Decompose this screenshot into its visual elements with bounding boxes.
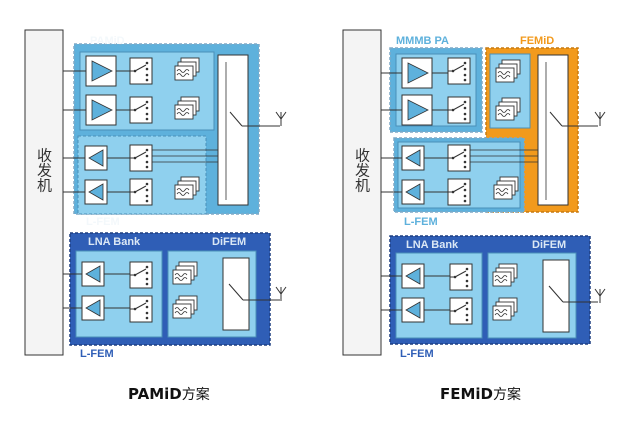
- switch-icon: [129, 144, 153, 172]
- lfem-lower-label: L-FEM: [80, 348, 114, 360]
- antenna-switch: [225, 62, 280, 200]
- difem-label: DiFEM: [212, 236, 246, 248]
- lna-icon: [401, 179, 425, 205]
- femid-label: FEMiD: [520, 35, 554, 47]
- transceiver-box: [342, 29, 382, 356]
- switch-icon: [447, 144, 471, 172]
- lfem-upper-label: L-FEM: [86, 216, 120, 228]
- lna-icon: [84, 179, 108, 205]
- pa-icon: [85, 94, 117, 126]
- pamid-caption-sub: 方案: [181, 387, 210, 403]
- lna-icon: [81, 261, 105, 287]
- lna-icon: [401, 297, 425, 323]
- antenna-icon: [594, 288, 606, 304]
- difem-switch-column: [222, 257, 250, 331]
- switch-icon: [129, 57, 153, 85]
- lna-bank-label: LNA Bank: [88, 236, 141, 248]
- switch-icon: [449, 263, 473, 291]
- pa-icon: [401, 57, 433, 89]
- transceiver-label: 收发机: [353, 148, 371, 194]
- switch-icon: [447, 57, 471, 85]
- antenna-icon: [275, 286, 287, 302]
- switch-icon: [129, 261, 153, 289]
- difem-switch-column: [542, 259, 570, 333]
- switch-icon: [129, 295, 153, 323]
- pamid-diagram: 收发机 PAMiD L-FEM: [24, 29, 287, 360]
- pa-icon: [401, 94, 433, 126]
- femid-caption-main: FEMiD: [440, 385, 494, 403]
- femid-caption-sub: 方案: [493, 387, 522, 403]
- switch-icon: [129, 96, 153, 124]
- pamid-label: PAMiD: [90, 35, 125, 47]
- lna-icon: [84, 145, 108, 171]
- pa-icon: [85, 55, 117, 87]
- femid-caption: FEMiD方案: [440, 384, 521, 404]
- pamid-caption-main: PAMiD: [128, 385, 182, 403]
- switch-icon: [447, 96, 471, 124]
- lna-icon: [401, 145, 425, 171]
- transceiver-box: [24, 29, 64, 356]
- mmmb-pa-label: MMMB PA: [396, 35, 449, 47]
- duplexer-column: [217, 54, 249, 206]
- antenna-icon: [594, 111, 606, 127]
- transceiver-label: 收发机: [35, 148, 53, 194]
- lna-icon: [401, 263, 425, 289]
- lna-icon: [81, 295, 105, 321]
- femid-diagram: 收发机 MMMB PA FEMiD L-FEM: [342, 29, 606, 360]
- antenna-icon: [275, 111, 287, 127]
- difem-label: DiFEM: [532, 239, 566, 251]
- duplexer-column: [537, 54, 569, 206]
- lfem-lower-label: L-FEM: [400, 348, 434, 360]
- switch-icon: [447, 178, 471, 206]
- switch-icon: [449, 297, 473, 325]
- switch-icon: [129, 178, 153, 206]
- lfem-upper-label: L-FEM: [404, 216, 438, 228]
- pamid-caption: PAMiD方案: [128, 384, 210, 404]
- lna-bank-label: LNA Bank: [406, 239, 459, 251]
